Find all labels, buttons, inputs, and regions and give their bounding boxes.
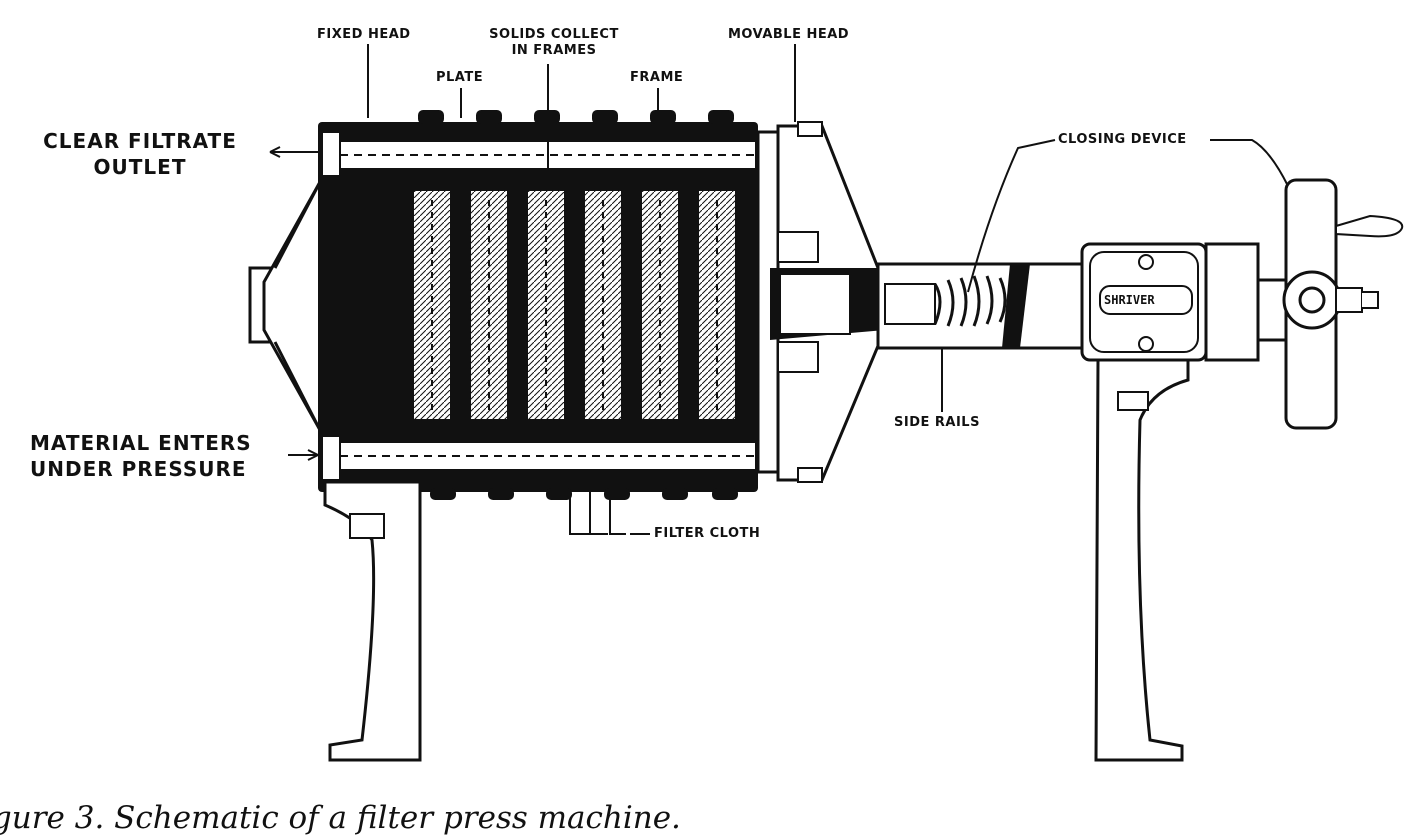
filter-cloth-bracket [569,490,650,535]
gearbox [1080,242,1260,362]
figure-caption: igure 3. Schematic of a filter press mac… [0,800,681,836]
label-fixed-head: FIXED HEAD [317,27,411,42]
label-clear-filtrate-line2: OUTLET [93,155,187,179]
label-plate: PLATE [436,70,484,85]
label-material-enters-line1: MATERIAL ENTERS [30,431,252,455]
label-material-enters: MATERIAL ENTERS UNDER PRESSURE [30,430,252,482]
label-solids-collect-line1: SOLIDS COLLECT [489,27,619,42]
label-filter-cloth: FILTER CLOTH [654,526,761,541]
side-rails [876,262,1090,390]
right-support-leg [1094,358,1190,762]
label-material-enters-line2: UNDER PRESSURE [30,457,247,481]
label-side-rails: SIDE RAILS [894,415,980,430]
filter-frames [407,168,737,443]
label-clear-filtrate-outlet: CLEAR FILTRATE OUTLET [24,128,256,180]
label-solids-collect-line2: IN FRAMES [511,43,597,58]
label-solids-collect: SOLIDS COLLECT IN FRAMES [484,27,624,59]
label-closing-device: CLOSING DEVICE [1058,132,1187,147]
left-support-leg [323,480,422,762]
label-movable-head: MOVABLE HEAD [728,27,850,42]
closing-device-handwheel [1256,178,1404,430]
leader-lines [269,44,1289,461]
gearbox-brand-plate: SHRIVER [1104,293,1155,307]
label-clear-filtrate-line1: CLEAR FILTRATE [43,129,237,153]
label-frame: FRAME [630,70,684,85]
movable-head [756,121,885,483]
